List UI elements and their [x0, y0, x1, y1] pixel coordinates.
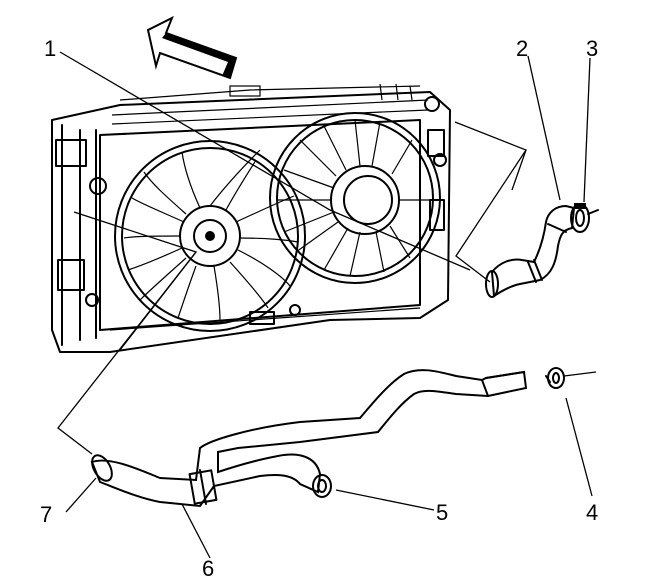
lower-hose-clamp	[545, 367, 597, 389]
right-cooling-fan	[269, 112, 441, 284]
forward-direction-arrow-icon	[146, 15, 238, 80]
callout-1: 1	[44, 36, 57, 61]
callout-3: 3	[586, 36, 599, 61]
callout-7: 7	[40, 502, 53, 527]
leader-lines	[57, 51, 593, 559]
callout-6: 6	[202, 556, 215, 581]
upper-hose-clamp	[570, 203, 599, 233]
callout-2: 2	[516, 36, 529, 61]
left-cooling-fan	[114, 140, 306, 332]
lower-radiator-hose	[90, 369, 528, 508]
callout-5: 5	[436, 500, 449, 525]
radiator-fan-assembly	[51, 83, 451, 353]
callout-4: 4	[586, 500, 599, 525]
upper-radiator-hose	[485, 204, 576, 298]
